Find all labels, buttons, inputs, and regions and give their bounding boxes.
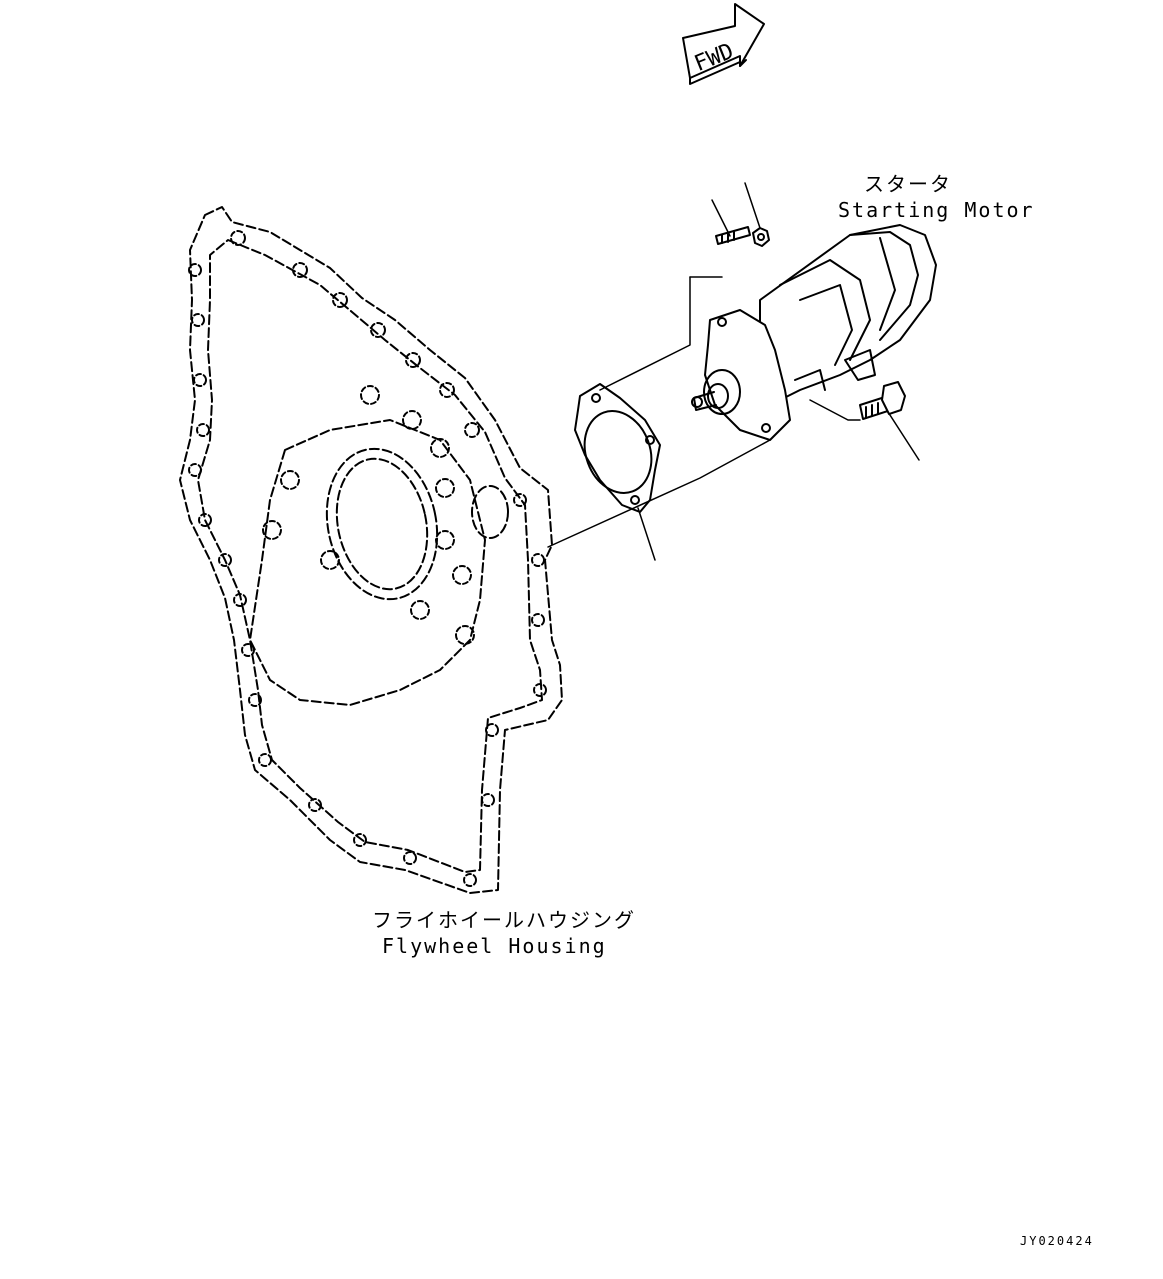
gasket xyxy=(574,383,661,513)
starter-mount-opening xyxy=(471,485,509,539)
leader-lines xyxy=(547,182,920,561)
forward-arrow-icon: FWD xyxy=(682,3,765,85)
housing-flange xyxy=(249,419,486,706)
nut xyxy=(752,227,770,247)
stud-bolt xyxy=(715,226,751,245)
starting-motor-label-jp: スタータ xyxy=(864,172,952,196)
flywheel-housing-label-jp: フライホイールハウジング xyxy=(372,908,636,932)
housing-outer-outline xyxy=(179,206,563,894)
mounting-bolt xyxy=(859,381,906,420)
flywheel-housing-label-en: Flywheel Housing xyxy=(382,934,607,958)
crankshaft-bore xyxy=(325,447,439,601)
drawing-number: JY020424 xyxy=(1020,1234,1094,1248)
crankshaft-bore-inner xyxy=(335,457,429,591)
starting-motor xyxy=(691,224,937,441)
housing-inner-outline xyxy=(197,239,543,873)
flywheel-housing xyxy=(179,206,563,894)
starting-motor-label-en: Starting Motor xyxy=(838,198,1035,222)
housing-bolt-holes xyxy=(188,230,547,887)
